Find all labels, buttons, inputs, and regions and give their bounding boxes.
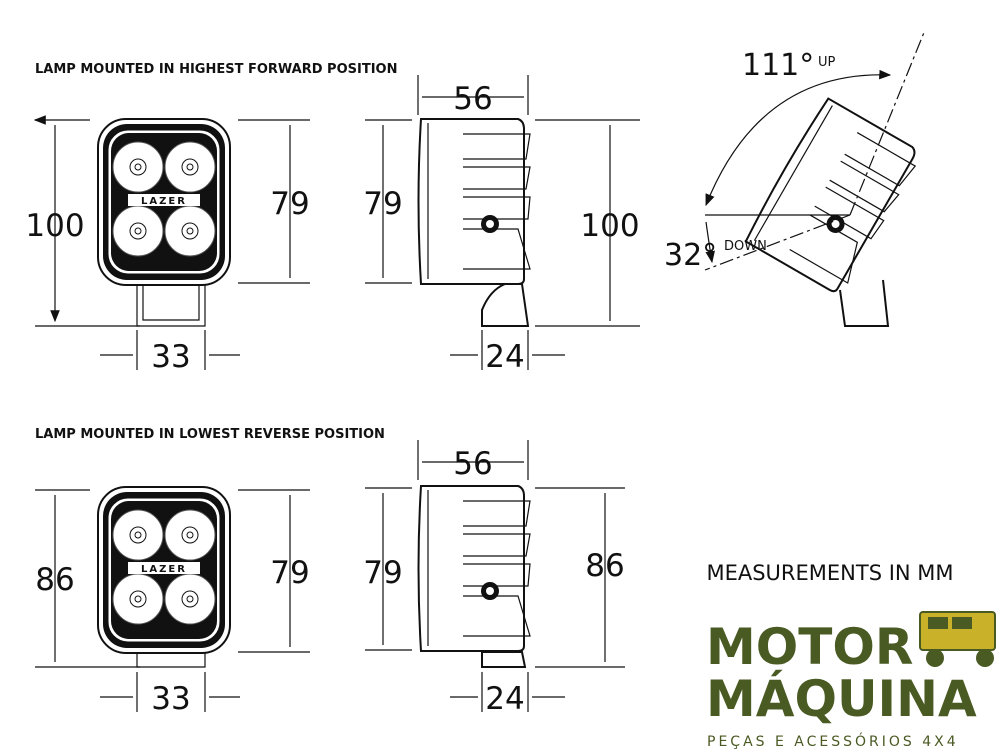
jeep-icon — [919, 611, 996, 667]
front-total-height: 100 — [25, 208, 84, 244]
side-view-lamp — [417, 485, 531, 668]
motor-maquina-logo: MOTOR MÁQUINA PEÇAS E ACESSÓRIOS 4X4 — [706, 611, 996, 750]
down-angle: 32° — [664, 238, 717, 273]
up-label: UP — [818, 55, 836, 70]
section-lowest-reverse: LAMP MOUNTED IN LOWEST REVERSE POSITION … — [35, 427, 625, 717]
side-body-height: 79 — [363, 186, 402, 222]
tilt-view: 111° UP 32° DOWN — [664, 29, 926, 327]
front-view-lamp: LAZER — [97, 118, 231, 327]
side-view-lamp — [417, 118, 531, 327]
section-caption: LAMP MOUNTED IN HIGHEST FORWARD POSITION — [35, 62, 397, 77]
front-bracket-width: 33 — [151, 681, 190, 717]
lamp-brand-label: LAZER — [141, 196, 187, 207]
front-total-height: 86 — [35, 562, 74, 598]
side-total-height: 100 — [580, 208, 639, 244]
up-angle: 111° — [742, 48, 814, 83]
side-width: 56 — [453, 81, 492, 117]
lamp-brand-label: LAZER — [141, 564, 187, 575]
front-body-height: 79 — [270, 555, 309, 591]
side-total-height: 86 — [585, 548, 624, 584]
units-note: MEASUREMENTS IN MM — [706, 561, 953, 585]
logo-line1: MOTOR — [706, 618, 913, 676]
side-bracket-width: 24 — [485, 681, 524, 717]
front-bracket-width: 33 — [151, 339, 190, 375]
side-width: 56 — [453, 446, 492, 482]
side-bracket-width: 24 — [485, 339, 524, 375]
front-body-height: 79 — [270, 186, 309, 222]
section-highest-forward: LAMP MOUNTED IN HIGHEST FORWARD POSITION… — [25, 62, 640, 375]
front-view-lamp: LAZER — [97, 486, 231, 668]
logo-line2: MÁQUINA — [706, 669, 977, 728]
dimension-lines — [35, 75, 640, 370]
section-caption: LAMP MOUNTED IN LOWEST REVERSE POSITION — [35, 427, 385, 442]
logo-tagline: PEÇAS E ACESSÓRIOS 4X4 — [707, 732, 959, 750]
down-label: DOWN — [724, 239, 767, 254]
side-body-height: 79 — [363, 555, 402, 591]
dimension-lines — [35, 440, 625, 712]
